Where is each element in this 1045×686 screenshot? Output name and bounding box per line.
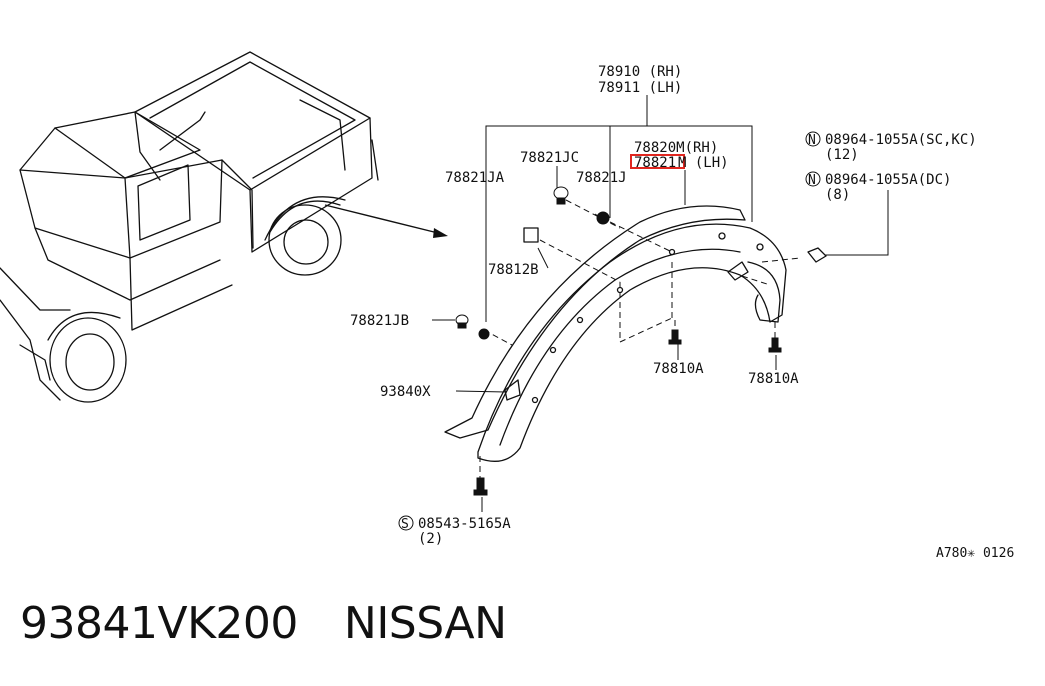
screw-78821jc-icon <box>553 186 569 205</box>
screw-78821jb-icon <box>455 314 469 329</box>
brand-name: NISSAN <box>343 598 507 649</box>
diagram-reference-code: A780✳ 0126 <box>936 546 1014 561</box>
label-08964-sc-kc: N 08964-1055A(SC,KC) (12) <box>805 131 977 163</box>
wheel-arch-parts <box>444 205 827 462</box>
label-78810a-right: 78810A <box>748 371 799 387</box>
label-78812b: 78812B <box>488 262 539 278</box>
screw-78810a-left-icon <box>668 329 682 345</box>
clip-jb-lower-icon <box>478 328 490 340</box>
screw-78810a-right-icon <box>768 337 782 353</box>
label-93840x: 93840X <box>380 384 431 400</box>
n-symbol-1: N <box>808 133 816 148</box>
label-08964-1-code: 08964-1055A(SC,KC) <box>825 132 977 148</box>
part-number: 93841VK200 <box>20 598 298 649</box>
label-08543-qty: (2) <box>418 531 443 547</box>
label-78911: 78911 (LH) <box>598 80 682 96</box>
label-08964-2-qty: (8) <box>825 187 850 203</box>
pickup-truck-illustration <box>0 51 379 403</box>
highlight-box <box>630 154 685 169</box>
clip-78821j-icon <box>594 211 610 225</box>
label-08964-dc: N 08964-1055A(DC) (8) <box>805 171 951 203</box>
label-78821ja: 78821JA <box>445 170 505 186</box>
label-78821jb: 78821JB <box>350 313 409 329</box>
label-08543: S 08543-5165A (2) <box>398 515 511 547</box>
leader-lines <box>432 95 889 512</box>
label-78910: 78910 (RH) <box>598 64 682 80</box>
label-78820m: 78820M(RH) <box>634 140 718 156</box>
s-symbol: S <box>401 517 409 532</box>
part-labels: 78910 (RH) 78911 (LH) 78820M(RH) 78821 M… <box>350 64 1014 561</box>
label-78821j: 78821J <box>576 170 627 186</box>
label-08964-2-code: 08964-1055A(DC) <box>825 172 951 188</box>
fastener-icons <box>455 186 782 496</box>
screw-08543-icon <box>473 477 488 496</box>
label-08964-1-qty: (12) <box>825 147 859 163</box>
label-78810a-left: 78810A <box>653 361 704 377</box>
label-78821m-highlight: 78821 <box>634 155 676 171</box>
label-78821jc: 78821JC <box>520 150 579 166</box>
label-08543-code: 08543-5165A <box>418 516 511 532</box>
part-footer: 93841VK200 NISSAN <box>20 598 507 649</box>
pointer-arrow <box>324 204 448 238</box>
label-78821m-suffix: M (LH) <box>678 155 729 171</box>
n-symbol-2: N <box>808 173 816 188</box>
